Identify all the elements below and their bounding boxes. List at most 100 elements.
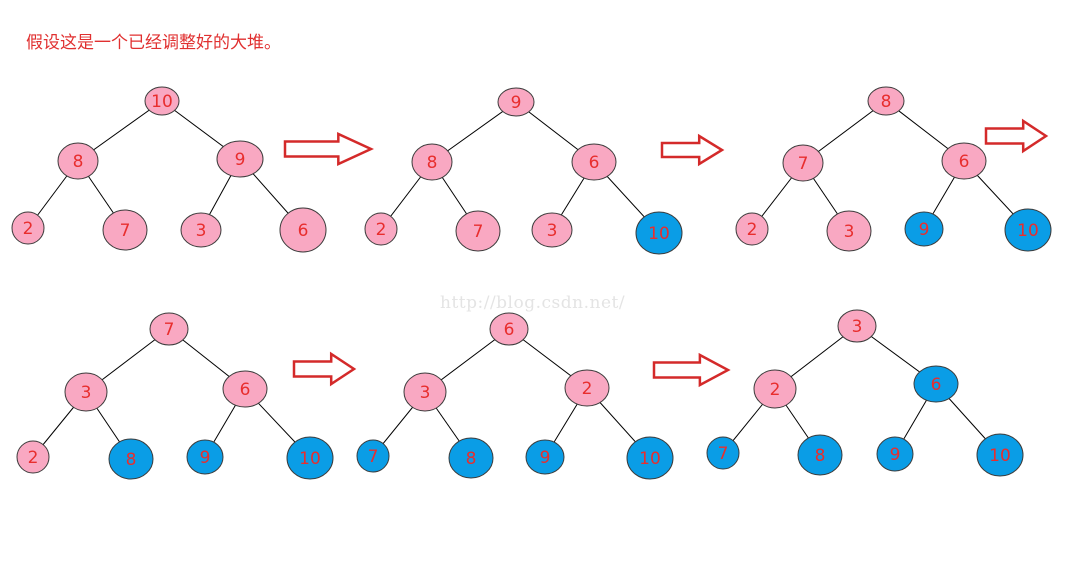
sorted-node-circle	[108, 438, 154, 480]
node-label: 6	[298, 221, 309, 241]
right-arrow-icon	[660, 133, 725, 167]
heap-node-circle	[403, 372, 447, 412]
heap-node-circle	[564, 369, 610, 407]
heap-node: 7	[455, 210, 501, 252]
heap-node: 8	[57, 142, 99, 180]
heap-node: 10	[635, 211, 683, 255]
sorted-node-circle	[356, 439, 390, 473]
sorted-node-circle	[876, 436, 914, 472]
heap-node: 8	[411, 143, 453, 181]
node-label: 8	[881, 92, 892, 112]
heap-node-circle	[16, 440, 50, 474]
heap-node-circle	[57, 142, 99, 180]
heap-node: 7	[356, 439, 390, 473]
heap-node: 10	[144, 86, 180, 116]
node-label: 2	[770, 380, 781, 400]
heap-node: 8	[448, 437, 494, 479]
node-label: 9	[540, 448, 551, 468]
node-label: 2	[23, 219, 34, 239]
node-label: 10	[639, 449, 661, 469]
node-label: 9	[235, 150, 246, 170]
node-label: 3	[852, 317, 863, 337]
heap-node-circle	[735, 212, 769, 246]
sorted-node-circle	[797, 434, 843, 476]
heap-node: 8	[797, 434, 843, 476]
node-label: 6	[959, 152, 970, 172]
heap-node: 9	[904, 211, 944, 247]
heap-node: 6	[489, 312, 529, 346]
sorted-node-circle	[706, 436, 740, 470]
heap-node-circle	[531, 212, 573, 248]
watermark-url: http://blog.csdn.net/	[440, 293, 626, 313]
heap-node-circle	[497, 87, 535, 117]
heap-node: 2	[11, 211, 45, 245]
heap-node: 2	[16, 440, 50, 474]
heap-node: 6	[279, 207, 327, 253]
right-arrow-icon	[652, 352, 731, 388]
heap-node-circle	[144, 86, 180, 116]
heap-node: 6	[941, 142, 987, 180]
heap-node: 9	[497, 87, 535, 117]
heap-node: 9	[186, 439, 224, 475]
heap-node: 7	[782, 144, 824, 182]
node-label: 7	[718, 444, 729, 464]
sorted-node-circle	[525, 439, 565, 475]
heap-node-circle	[11, 211, 45, 245]
heap-node: 9	[876, 436, 914, 472]
node-label: 6	[589, 153, 600, 173]
heap-node: 6	[913, 365, 959, 403]
heap-node-circle	[489, 312, 529, 346]
sorted-node-circle	[448, 437, 494, 479]
node-label: 2	[376, 220, 387, 240]
node-label: 3	[844, 222, 855, 242]
heap-node-circle	[222, 370, 268, 408]
heap-node-circle	[149, 312, 189, 346]
heap-node: 10	[286, 436, 334, 480]
sorted-node-circle	[186, 439, 224, 475]
heap-node-circle	[826, 210, 872, 252]
node-label: 2	[582, 379, 593, 399]
right-arrow-icon	[283, 132, 374, 166]
right-arrow-icon	[292, 351, 357, 387]
node-label: 6	[504, 320, 515, 340]
heap-node: 7	[102, 209, 148, 251]
heap-node: 10	[626, 436, 674, 480]
node-label: 8	[466, 449, 477, 469]
heap-node: 8	[867, 86, 905, 116]
node-label: 2	[28, 448, 39, 468]
heap-node: 2	[364, 212, 398, 246]
sorted-node-circle	[626, 436, 674, 480]
diagram-caption: 假设这是一个已经调整好的大堆。	[26, 33, 281, 53]
heap-node: 7	[706, 436, 740, 470]
node-label: 10	[989, 446, 1011, 466]
heap-node-circle	[753, 369, 797, 409]
node-label: 7	[798, 154, 809, 174]
heap-node: 6	[571, 143, 617, 181]
node-label: 2	[747, 220, 758, 240]
node-label: 8	[427, 153, 438, 173]
node-label: 10	[1017, 221, 1039, 241]
heap-node: 2	[564, 369, 610, 407]
heap-node: 3	[180, 212, 222, 248]
node-label: 3	[81, 383, 92, 403]
heap-node: 2	[753, 369, 797, 409]
sorted-node-circle	[286, 436, 334, 480]
heap-node-circle	[364, 212, 398, 246]
node-label: 7	[164, 320, 175, 340]
heap-node-circle	[455, 210, 501, 252]
node-label: 10	[299, 449, 321, 469]
heap-node-circle	[411, 143, 453, 181]
heap-node-circle	[216, 140, 264, 178]
heap-node: 3	[531, 212, 573, 248]
node-label: 7	[368, 447, 379, 467]
heap-node-circle	[941, 142, 987, 180]
heap-tree-2: 9 8 6 2 7 3 10	[364, 87, 683, 255]
node-label: 7	[473, 222, 484, 242]
node-label: 3	[196, 221, 207, 241]
node-label: 3	[547, 221, 558, 241]
heap-node: 9	[216, 140, 264, 178]
